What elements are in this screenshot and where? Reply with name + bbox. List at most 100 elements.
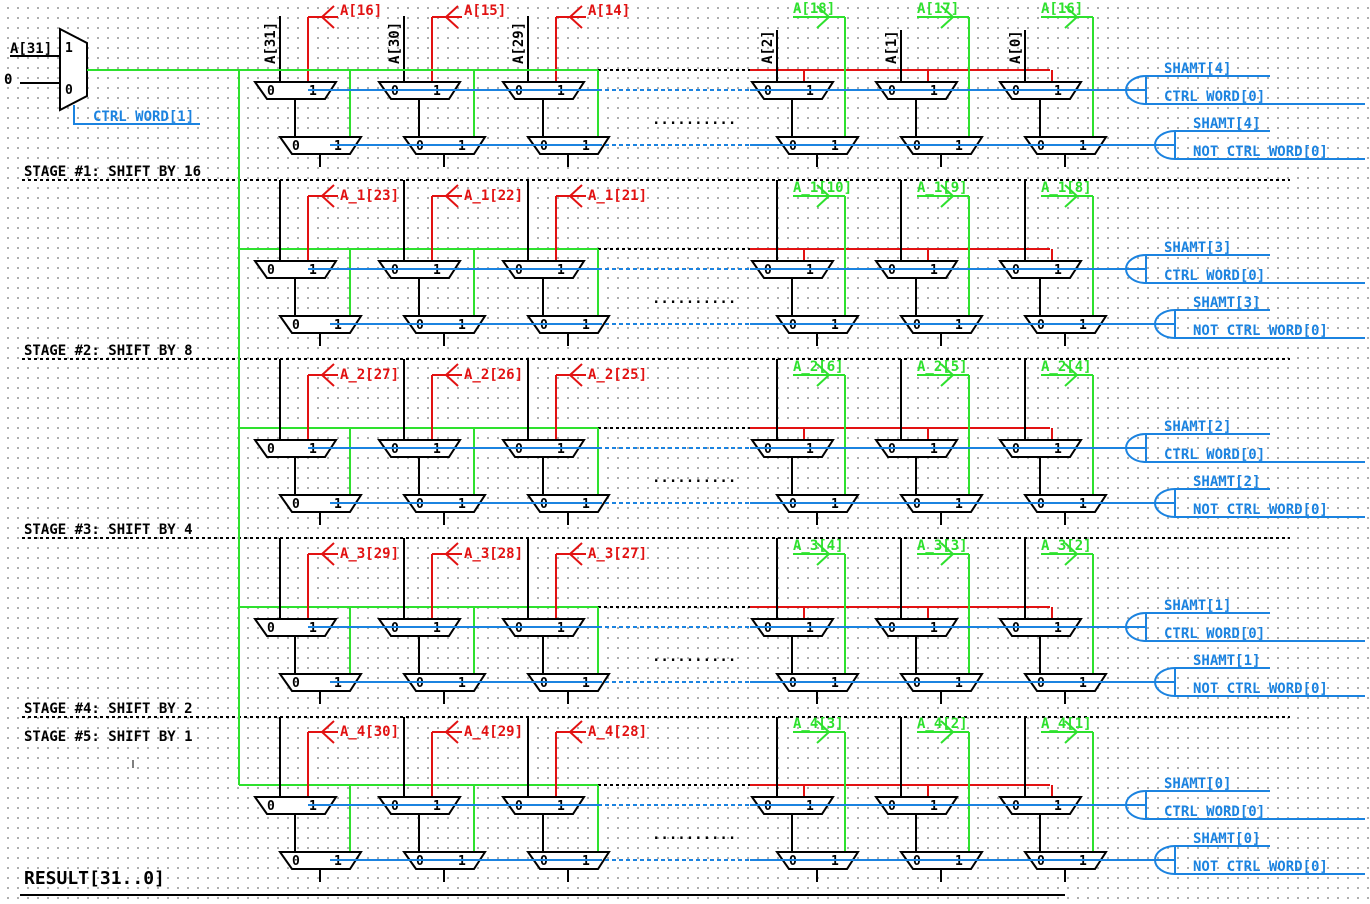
mux-port0-label: 0 (1012, 84, 1020, 99)
mux-port1-label: 1 (1079, 318, 1087, 333)
mux-port0-label: 0 (888, 621, 896, 636)
green-shift-label: A_4[1] (1041, 716, 1092, 732)
mux-port0-label: 0 (789, 497, 797, 512)
mux-port1-label: 1 (1054, 799, 1062, 814)
mux-port0-label: 0 (267, 799, 275, 814)
mux-port1-label: 1 (309, 621, 317, 636)
gate-ctrl-label: NOT_CTRL_WORD[0] (1193, 323, 1328, 339)
top-mux-sel-label: CTRL_WORD[1] (93, 109, 194, 125)
mux-port1-label: 1 (582, 139, 590, 154)
ellipsis: .......... (652, 112, 736, 128)
red-shift-label: A_1[22] (464, 188, 523, 204)
mux-port1-label: 1 (334, 139, 342, 154)
mux-port0-label: 0 (888, 799, 896, 814)
gate-shamt-label: SHAMT[0] (1193, 831, 1260, 847)
mux-port0-label: 0 (267, 442, 275, 457)
stage-2-top-and-gate: SHAMT[3] CTRL_WORD[0] (1125, 240, 1365, 284)
mux-port0-label: 0 (540, 318, 548, 333)
stage-2-bottom-and-gate: SHAMT[3]NOT_CTRL_WORD[0] (1154, 295, 1365, 339)
mux-port0-label: 0 (515, 263, 523, 278)
mux-port0-label: 0 (888, 442, 896, 457)
red-shift-label: A_2[27] (340, 367, 399, 383)
mux-port1-label: 1 (433, 799, 441, 814)
mux-port1-label: 1 (309, 263, 317, 278)
mux-port0-label: 0 (913, 497, 921, 512)
mux-port0-label: 0 (1012, 799, 1020, 814)
green-shift-label: A_3[3] (917, 538, 968, 554)
stage-5-top-and-gate: SHAMT[0]CTRL_WORD[0] (1125, 776, 1365, 820)
input-label-a2: A[2] (760, 30, 776, 64)
top-mux-port1: 1 (65, 41, 73, 56)
mux-port1-label: 1 (582, 497, 590, 512)
gate-shamt-label: SHAMT[3] (1164, 240, 1231, 256)
red-shift-label: A_2[25] (588, 367, 647, 383)
mux-port0-label: 0 (764, 84, 772, 99)
mux-port0-label: 0 (888, 84, 896, 99)
mux-port1-label: 1 (433, 84, 441, 99)
red-shift-label: A_2[26] (464, 367, 523, 383)
mux-port1-label: 1 (557, 84, 565, 99)
mux-port1-label: 1 (806, 84, 814, 99)
mux-port0-label: 0 (292, 676, 300, 691)
mux-port1-label: 1 (309, 442, 317, 457)
mux-port0-label: 0 (1037, 318, 1045, 333)
mux-port1-label: 1 (582, 318, 590, 333)
green-shift-label: A_1[10] (793, 180, 852, 196)
mux-port1-label: 1 (1054, 442, 1062, 457)
stage-3-bottom-and-gate: SHAMT[2]NOT_CTRL_WORD[0] (1154, 474, 1365, 518)
mux-port1-label: 1 (582, 676, 590, 691)
mux-port1-label: 1 (831, 497, 839, 512)
mux-port0-label: 0 (391, 621, 399, 636)
mux-port0-label: 0 (540, 676, 548, 691)
mux-port1-label: 1 (557, 621, 565, 636)
mux-port1-label: 1 (334, 676, 342, 691)
mux-port0-label: 0 (913, 676, 921, 691)
mux-port1-label: 1 (309, 84, 317, 99)
green-shift-label: A[17] (917, 1, 959, 17)
red-shift-label: A_4[29] (464, 724, 523, 740)
stage-1-bottom-and-gate: SHAMT[4]NOT_CTRL_WORD[0] (1154, 116, 1365, 160)
mux-port0-label: 0 (789, 139, 797, 154)
mux-port1-label: 1 (930, 799, 938, 814)
result-label: RESULT[31..0] (24, 868, 165, 889)
mux-port0-label: 0 (1037, 676, 1045, 691)
mux-port1-label: 1 (930, 621, 938, 636)
mux-port1-label: 1 (458, 139, 466, 154)
mux-port1-label: 1 (1079, 497, 1087, 512)
gate-shamt-label: SHAMT[1] (1193, 653, 1260, 669)
mux-port0-label: 0 (292, 139, 300, 154)
mux-port1-label: 1 (334, 318, 342, 333)
mux-port1-label: 1 (806, 442, 814, 457)
mux-port0-label: 0 (391, 442, 399, 457)
mux-port1-label: 1 (955, 497, 963, 512)
mux-port1-label: 1 (955, 318, 963, 333)
gate-ctrl-label: CTRL_WORD[0] (1164, 268, 1265, 284)
input-label-a30: A[30] (387, 22, 403, 64)
sign-extend-mux: A[31] 0 1 0 CTRL_WORD[1] (4, 27, 200, 125)
gate-shamt-label: SHAMT[2] (1193, 474, 1260, 490)
mux-port1-label: 1 (930, 442, 938, 457)
mux-port0-label: 0 (292, 497, 300, 512)
input-label-a0: A[0] (1008, 30, 1024, 64)
mux-port1-label: 1 (433, 263, 441, 278)
stage-label: STAGE #1: SHIFT BY 16 (24, 164, 201, 180)
mux-port0-label: 0 (540, 139, 548, 154)
mux-port0-label: 0 (913, 854, 921, 869)
mux-port0-label: 0 (416, 676, 424, 691)
sign-bus (87, 69, 598, 785)
mux-port0-label: 0 (1037, 139, 1045, 154)
mux-port0-label: 0 (515, 442, 523, 457)
mux-port1-label: 1 (831, 139, 839, 154)
red-shift-label: A[16] (340, 3, 382, 19)
mux-port0-label: 0 (888, 263, 896, 278)
mux-port0-label: 0 (1037, 854, 1045, 869)
